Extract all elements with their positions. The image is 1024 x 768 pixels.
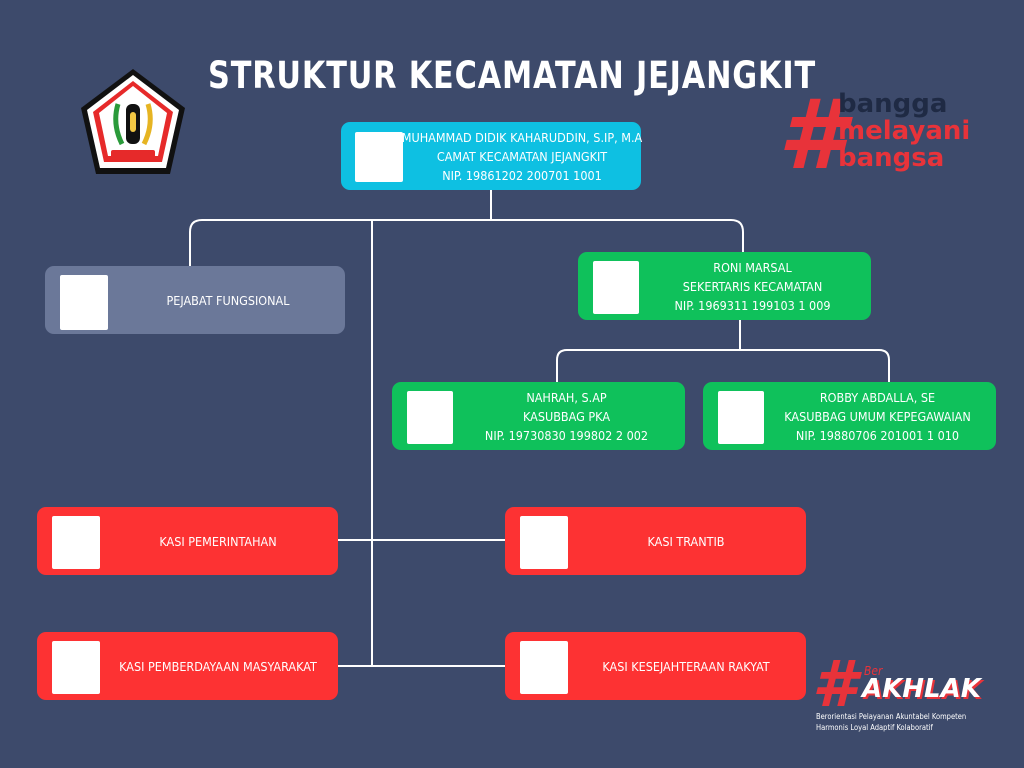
node-nip: NIP. 19880706 201001 1 010 [795, 427, 960, 443]
node-nip: NIP. 1969311 199103 1 009 [674, 297, 831, 313]
photo-placeholder [520, 641, 568, 694]
node-camat: MUHAMMAD DIDIK KAHARUDDIN, S.IP, M.A CAM… [341, 122, 643, 190]
node-name: RONI MARSAL [713, 259, 792, 275]
node-kasubbag-pka: NAHRAH, S.AP KASUBBAG PKA NIP. 19730830 … [392, 382, 685, 450]
district-logo [78, 66, 188, 182]
node-name: ROBBY ABDALLA, SE [819, 389, 936, 405]
photo-placeholder [355, 132, 403, 182]
node-position: KASI PEMERINTAHAN [159, 533, 277, 549]
node-position: KASI TRANTIB [647, 533, 725, 549]
photo-placeholder [52, 641, 100, 694]
node-name: MUHAMMAD DIDIK KAHARUDDIN, S.IP, M.A [401, 129, 643, 145]
node-kasi-trantib: KASI TRANTIB [505, 507, 806, 575]
node-position: KASI KESEJAHTERAAN RAKYAT [602, 658, 770, 674]
node-pejabat-fungsional: PEJABAT FUNGSIONAL [45, 266, 345, 334]
node-position: KASUBBAG PKA [522, 408, 611, 424]
photo-placeholder [718, 391, 764, 444]
berakhlak-logo: # Ber AKHLAK Berorientasi Pelayanan Akun… [812, 648, 981, 732]
node-nip: NIP. 19861202 200701 1001 [442, 167, 602, 183]
photo-placeholder [60, 275, 108, 330]
node-position: CAMAT KECAMATAN JEJANGKIT [436, 148, 608, 164]
photo-placeholder [593, 261, 639, 314]
node-position: KASI PEMBERDAYAAN MASYARAKAT [119, 658, 317, 674]
node-position: SEKERTARIS KECAMATAN [682, 278, 823, 294]
page-title: STRUKTUR KECAMATAN JEJANGKIT [208, 54, 816, 97]
node-kasi-pemerintahan: KASI PEMERINTAHAN [37, 507, 338, 575]
node-position: PEJABAT FUNGSIONAL [166, 292, 290, 308]
photo-placeholder [520, 516, 568, 569]
node-kasi-pemberdayaan-masyarakat: KASI PEMBERDAYAAN MASYARAKAT [37, 632, 338, 700]
node-kasi-kesejahteraan-rakyat: KASI KESEJAHTERAAN RAKYAT [505, 632, 806, 700]
node-kasubbag-umum-kepegawaian: ROBBY ABDALLA, SE KASUBBAG UMUM KEPEGAWA… [703, 382, 996, 450]
node-nip: NIP. 19730830 199802 2 002 [484, 427, 649, 443]
node-sekretaris-kecamatan: RONI MARSAL SEKERTARIS KECAMATAN NIP. 19… [578, 252, 871, 320]
photo-placeholder [52, 516, 100, 569]
node-name: NAHRAH, S.AP [526, 389, 607, 405]
node-position: KASUBBAG UMUM KEPEGAWAIAN [784, 408, 971, 424]
photo-placeholder [407, 391, 453, 444]
